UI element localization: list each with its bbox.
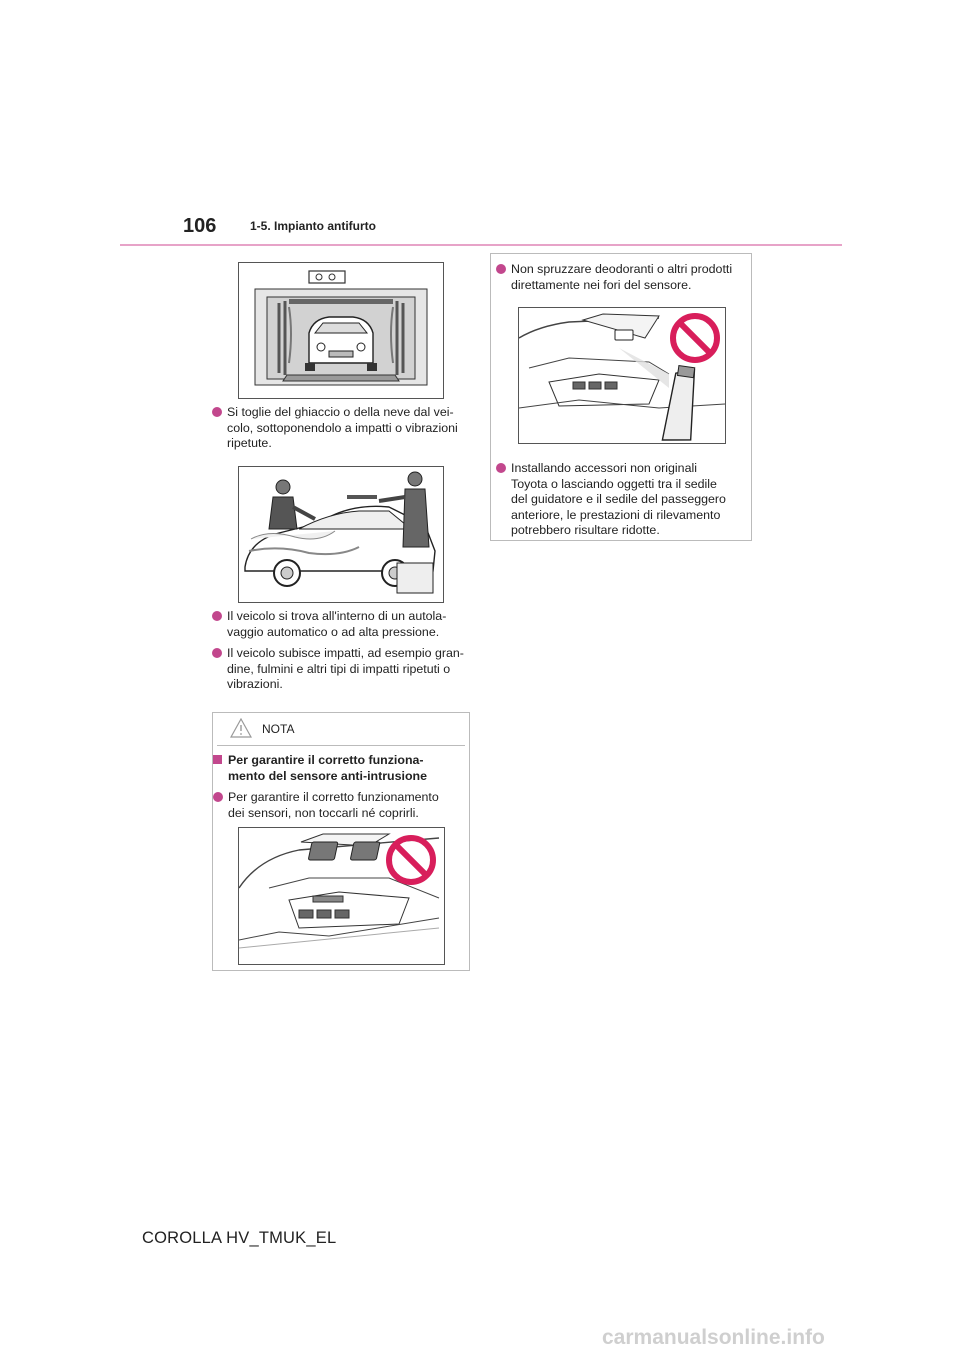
note-divider [217, 745, 465, 746]
bullet-list-1: Si toglie del ghiaccio o della neve dal … [212, 405, 468, 452]
right-caution-box: Non spruzzare deodoranti o altri prodott… [490, 253, 752, 541]
bullet-dot [213, 792, 223, 803]
footer-model: COROLLA HV_TMUK_EL [142, 1229, 337, 1247]
bullet-dot [496, 463, 506, 473]
list-item: Non spruzzare deodoranti o altri prodott… [496, 262, 746, 293]
square-bullet [213, 755, 222, 764]
note-label: NOTA [262, 722, 295, 736]
snow-removal-illustration [238, 466, 444, 603]
sensor-no-touch-illustration [238, 827, 445, 965]
watermark: carmanualsonline.info [602, 1326, 825, 1349]
list-item: Il veicolo si trova all'interno di un au… [212, 609, 468, 640]
page-number: 106 [183, 215, 217, 237]
prohibition-icon [386, 835, 436, 885]
header-rule [120, 244, 842, 246]
note-heading: Per garantire il corretto funziona- ment… [213, 753, 463, 784]
bullet-dot [496, 264, 506, 274]
note-header: NOTA [213, 713, 469, 746]
note-box: NOTA Per garantire il corretto funziona-… [212, 712, 470, 971]
bullet-dot [212, 611, 222, 621]
section-title: 1-5. Impianto antifurto [250, 219, 376, 233]
list-item: Per garantire il corretto funzionamento … [213, 790, 463, 821]
car-wash-illustration [238, 262, 444, 399]
warning-triangle-icon [230, 718, 252, 738]
list-item: Si toglie del ghiaccio o della neve dal … [212, 405, 468, 452]
spray-sensor-illustration [518, 307, 726, 444]
bullet-dot [212, 648, 222, 659]
bullet-dot [212, 407, 222, 417]
prohibition-icon [670, 313, 720, 363]
list-item: Il veicolo subisce impatti, ad esempio g… [212, 646, 468, 693]
list-item: Installando accessori non originali Toyo… [496, 461, 746, 539]
bullet-list-2: Il veicolo si trova all'interno di un au… [212, 609, 468, 693]
